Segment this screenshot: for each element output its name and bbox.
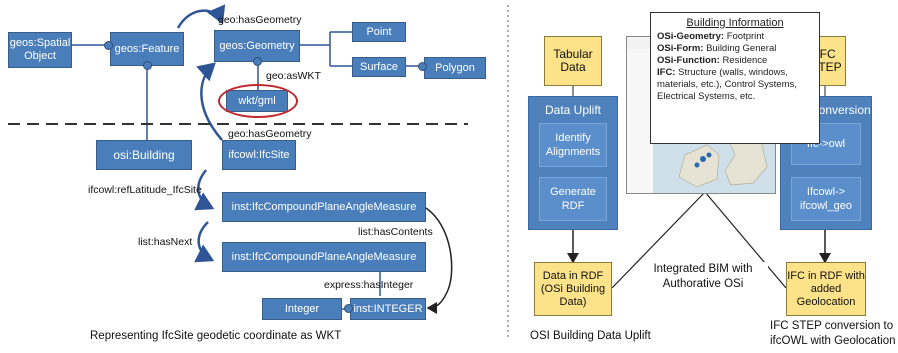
callout-value: Structure (walls, windows, materials, et… [657, 67, 797, 102]
building-information-callout: Building Information OSi-Geometry: Footp… [650, 12, 820, 144]
callout-title: Building Information [686, 17, 784, 29]
node-label: geos:Geometry [219, 39, 295, 52]
edge-label-has-next: list:hasNext [138, 236, 193, 248]
note-label: Tabular Data [553, 47, 593, 74]
caption-osi-uplift: OSI Building Data Uplift [530, 330, 651, 342]
step-label: Ifcowl-> ifcowl_geo [800, 186, 852, 212]
edge-label-has-contents: list:hasContents [358, 226, 433, 238]
callout-row-geometry: OSi-Geometry: Footprint [657, 31, 813, 43]
edge-label-has-integer: express:hasInteger [324, 279, 414, 291]
node-label: ifcowl:IfcSite [228, 148, 290, 161]
connector-dot [418, 62, 427, 71]
node-geometry: geos:Geometry [214, 30, 300, 62]
node-measure-1: inst:IfcCompoundPlaneAngleMeasure [222, 192, 426, 222]
node-label: Surface [360, 60, 398, 73]
step-ifcowl-geo: Ifcowl-> ifcowl_geo [791, 177, 861, 221]
connector-dot [253, 57, 262, 66]
label-integrated-bim: Integrated BIM with Authorative OSi [638, 262, 768, 292]
highlight-ellipse [218, 84, 298, 118]
panel-title: Data Uplift [544, 103, 602, 117]
step-identify-alignments: Identify Alignments [539, 123, 607, 167]
callout-value: Building General [706, 43, 777, 54]
callout-key: OSi-Form: [657, 43, 704, 54]
note-data-in-rdf: Data in RDF (OSi Building Data) [534, 262, 612, 316]
note-label: Data in RDF (OSi Building Data) [540, 269, 606, 308]
callout-key: OSi-Function: [657, 55, 720, 66]
node-spatial-object: geos:Spatial Object [8, 32, 72, 68]
note-ifc-in-rdf: IFC in RDF with added Geolocation [786, 262, 866, 316]
node-polygon: Polygon [424, 57, 486, 79]
node-point: Point [352, 22, 406, 42]
edge-label-as-wkt: geo:asWKT [266, 70, 321, 82]
edge-label-ref-latitude: ifcowl:refLatitude_IfcSite [88, 184, 202, 196]
node-inst-integer: inst:INTEGER [350, 298, 426, 320]
caption-ifc-conversion-2: ifcOWL with Geolocation [770, 335, 896, 347]
node-ifcsite: ifcowl:IfcSite [222, 140, 296, 170]
node-label: inst:IfcCompoundPlaneAngleMeasure [231, 200, 417, 213]
node-label: inst:INTEGER [353, 302, 423, 315]
connector-dot [344, 304, 353, 313]
note-label: IFC in RDF with added Geolocation [787, 269, 865, 308]
callout-key: IFC: [657, 67, 676, 78]
node-label: geos:Feature [114, 42, 180, 55]
caption-left: Representing IfcSite geodetic coordinate… [90, 330, 342, 342]
callout-row-ifc: IFC: Structure (walls, windows, material… [657, 67, 813, 103]
step-label: Generate RDF [550, 186, 596, 212]
node-label: Integer [284, 302, 320, 315]
callout-value: Residence [722, 55, 768, 66]
node-measure-2: inst:IfcCompoundPlaneAngleMeasure [222, 242, 426, 272]
note-tabular-data: Tabular Data [544, 36, 602, 86]
node-surface: Surface [352, 57, 406, 77]
node-label: Point [366, 25, 392, 38]
callout-row-form: OSi-Form: Building General [657, 43, 813, 55]
callout-key: OSi-Geometry: [657, 31, 725, 42]
caption-ifc-conversion-1: IFC STEP conversion to [770, 320, 894, 332]
node-integer: Integer [262, 298, 342, 320]
connector-dot [143, 61, 152, 70]
node-label: geos:Spatial Object [9, 37, 71, 62]
step-generate-rdf: Generate RDF [539, 177, 607, 221]
node-label: osi:Building [113, 147, 175, 162]
edge-label-has-geometry-2: geo:hasGeometry [228, 128, 312, 140]
node-label: inst:IfcCompoundPlaneAngleMeasure [231, 250, 417, 263]
callout-value: Footprint [726, 31, 765, 42]
callout-row-function: OSi-Function: Residence [657, 55, 813, 67]
edge-label-has-geometry: geo:hasGeometry [218, 14, 302, 26]
connector-dot [104, 41, 113, 50]
panel-data-uplift: Data Uplift Identify Alignments Generate… [528, 96, 618, 230]
node-label: Polygon [435, 61, 475, 74]
node-building: osi:Building [96, 140, 192, 170]
step-label: Identify Alignments [545, 132, 601, 158]
